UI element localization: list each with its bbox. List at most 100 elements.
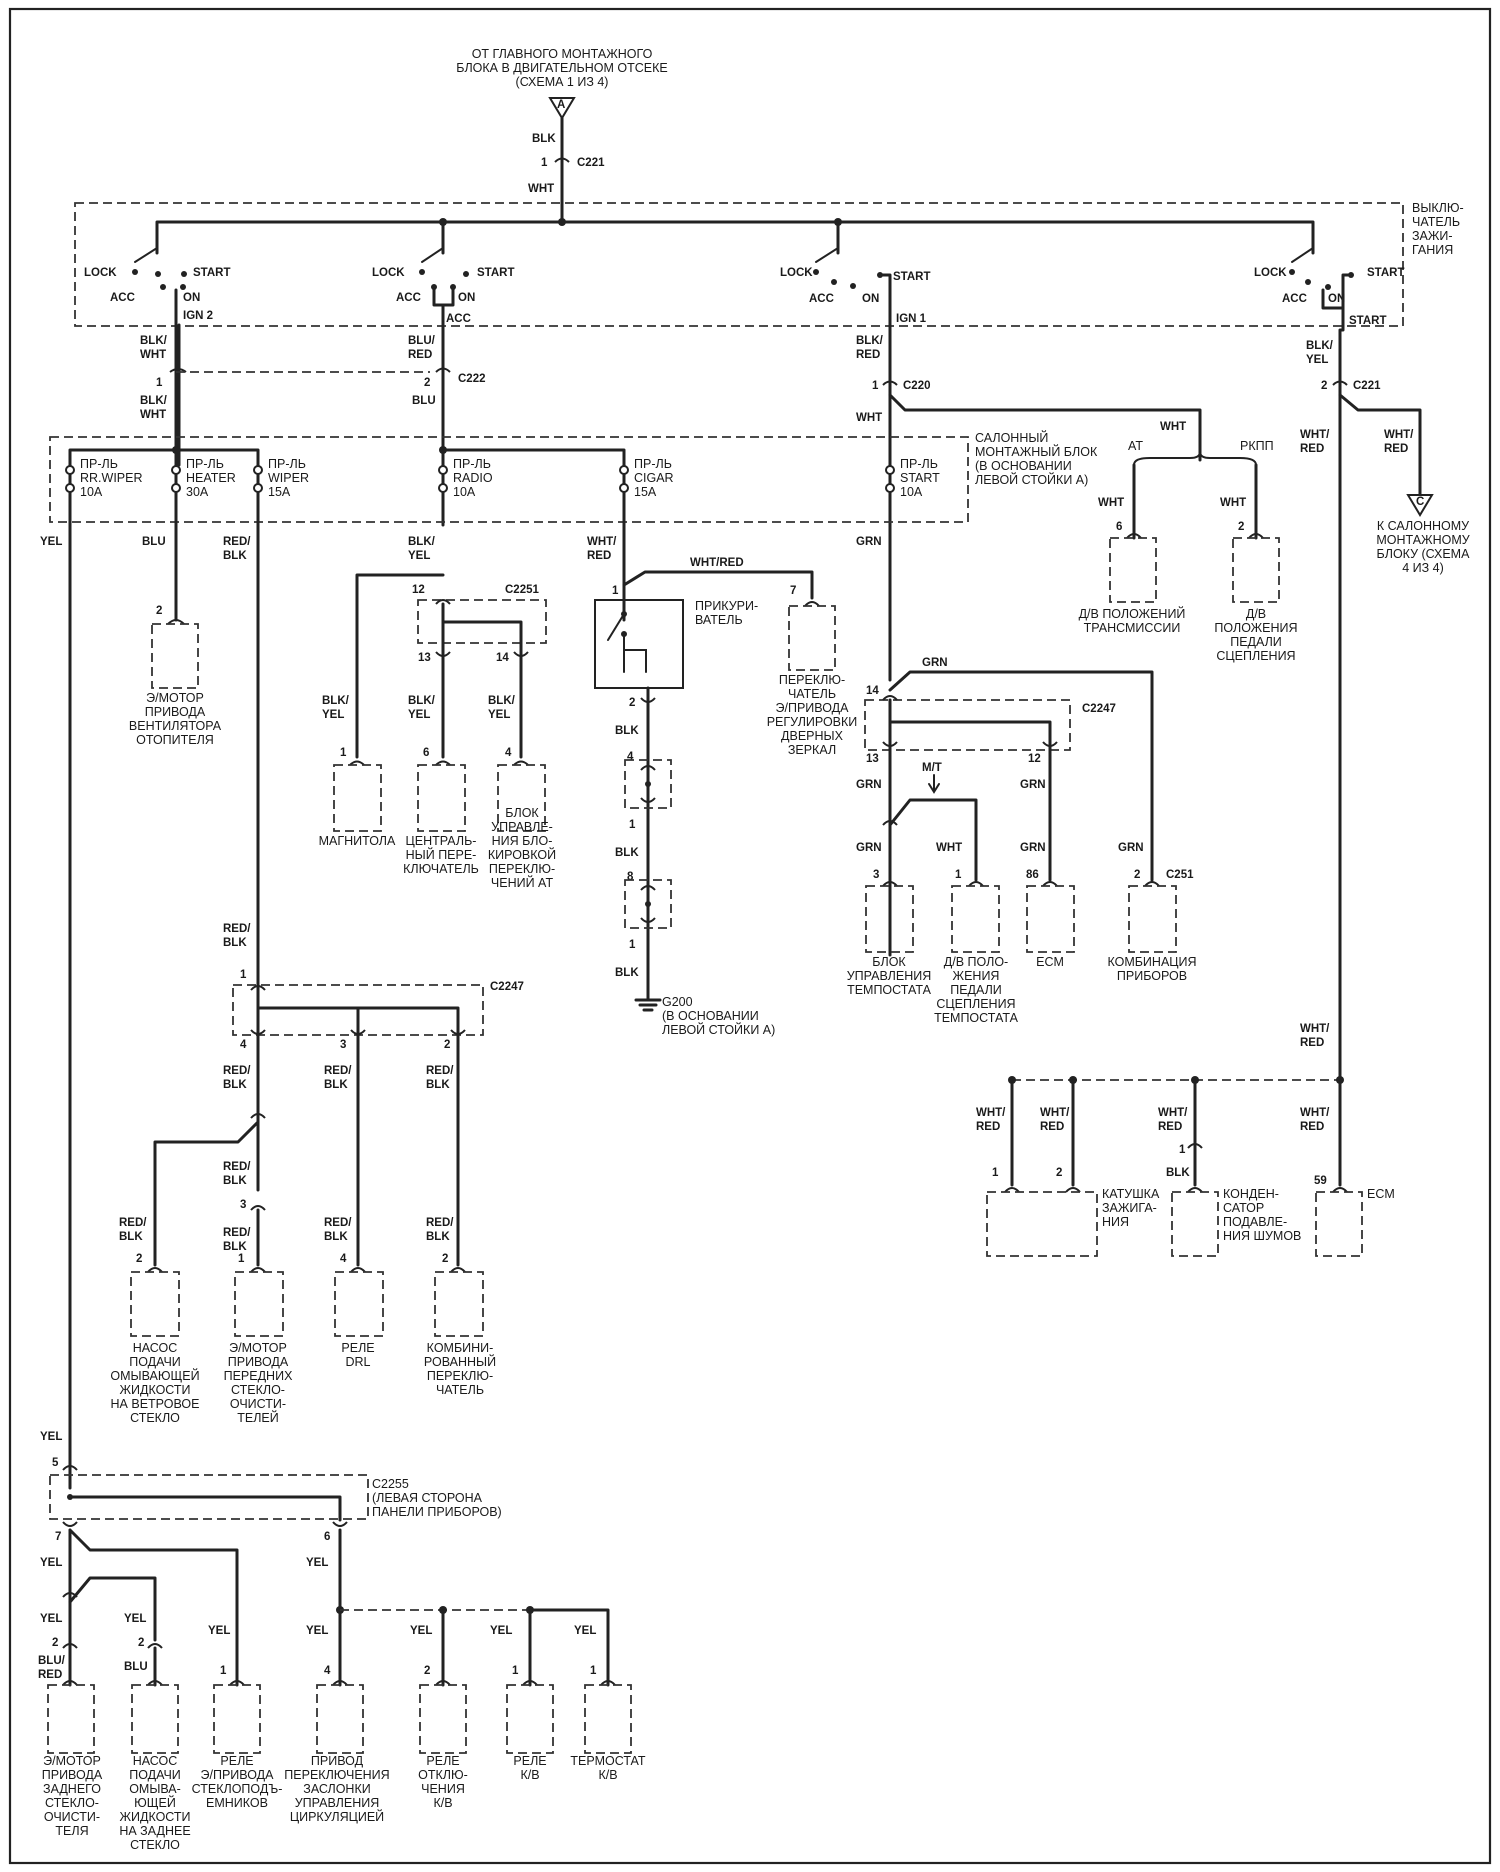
svg-text:1: 1	[240, 969, 247, 981]
on-label: ON	[183, 292, 200, 304]
acc-bus	[441, 448, 626, 622]
wire-label: RED/BLK	[223, 1161, 251, 1187]
svg-text:2: 2	[1056, 1167, 1062, 1179]
svg-text:7: 7	[790, 585, 796, 597]
svg-text:13: 13	[418, 652, 431, 664]
wire-label: RED/BLK	[223, 923, 251, 949]
svg-text:C: C	[1416, 496, 1424, 508]
wire-label: BLK/YEL	[408, 695, 436, 721]
svg-text:LOCK: LOCK	[780, 267, 813, 279]
svg-text:BLK: BLK	[615, 967, 639, 979]
svg-text:1: 1	[590, 1665, 597, 1677]
svg-text:ACC: ACC	[396, 292, 421, 304]
svg-text:WHT/RED: WHT/RED	[690, 557, 744, 569]
wire-label: RED/BLK	[426, 1065, 454, 1091]
svg-text:РКПП: РКПП	[1240, 439, 1274, 453]
connector-c-icon	[1406, 494, 1434, 517]
switch-blade	[134, 247, 158, 263]
combo-switch-unit	[434, 1271, 484, 1337]
svg-text:BLU: BLU	[142, 536, 166, 548]
connector-a-label: A	[557, 99, 565, 111]
svg-text:LOCK: LOCK	[372, 267, 405, 279]
fuse-block-outline	[49, 436, 969, 523]
svg-text:1: 1	[992, 1167, 999, 1179]
wire-label: RED/BLK	[223, 1227, 251, 1253]
svg-text:ON: ON	[1328, 293, 1345, 305]
svg-text:ACC: ACC	[1282, 293, 1307, 305]
wire-label: RED/BLK	[324, 1065, 352, 1091]
mirror-switch-unit	[788, 605, 836, 671]
svg-text:4: 4	[240, 1039, 247, 1051]
svg-text:2: 2	[444, 1039, 450, 1051]
svg-text:4: 4	[324, 1665, 331, 1677]
start-branch: GRN GRN 14 C2247 13 12 GRN GRN M/T GRN W…	[847, 536, 1197, 1025]
svg-text:ON: ON	[458, 292, 475, 304]
svg-text:МАГНИТОЛА: МАГНИТОЛА	[319, 834, 396, 848]
wire-label-wht: WHT	[528, 183, 554, 195]
ign1-label: IGN 1	[896, 313, 927, 325]
cluster-unit	[1128, 885, 1177, 953]
wire-label: WHT/RED	[587, 536, 617, 562]
c2251-outline	[417, 599, 547, 644]
svg-text:1: 1	[1179, 1144, 1186, 1156]
svg-text:WHT: WHT	[856, 412, 882, 424]
svg-text:WHT: WHT	[1160, 421, 1186, 433]
svg-text:YEL: YEL	[306, 1557, 328, 1569]
svg-text:ECM: ECM	[1367, 1187, 1395, 1201]
svg-text:YEL: YEL	[40, 536, 62, 548]
c221-connector-icon	[554, 157, 570, 163]
svg-text:8: 8	[627, 871, 634, 883]
drl-relay-unit	[334, 1271, 384, 1337]
wire-label: BLU/RED	[38, 1655, 66, 1681]
svg-text:2: 2	[138, 1637, 144, 1649]
damper-unit	[316, 1684, 364, 1754]
switch-blade	[421, 247, 444, 263]
svg-text:GRN: GRN	[922, 657, 948, 669]
connector-a-icon	[548, 97, 576, 120]
svg-text:LOCK: LOCK	[1254, 267, 1287, 279]
svg-text:BLK: BLK	[615, 725, 639, 737]
svg-text:2: 2	[1238, 521, 1244, 533]
svg-text:1: 1	[872, 380, 879, 392]
c2255-outline	[49, 1474, 369, 1520]
wire-label: WHT/RED	[1300, 1023, 1330, 1049]
svg-text:ACC: ACC	[446, 313, 471, 325]
svg-text:1: 1	[238, 1253, 245, 1265]
wire-label: BLK/YEL	[408, 536, 436, 562]
svg-text:59: 59	[1314, 1175, 1327, 1187]
switch-output-wires: BLK/WHT 1 BLK/WHT BLU/RED 2 C222 BLU BLK…	[140, 323, 1470, 1087]
svg-text:YEL: YEL	[208, 1625, 230, 1637]
lock-label: LOCK	[84, 267, 117, 279]
svg-text:ПРИКУРИ-ВАТЕЛЬ: ПРИКУРИ-ВАТЕЛЬ	[695, 599, 758, 627]
svg-text:YEL: YEL	[490, 1625, 512, 1637]
start-label: START	[193, 267, 230, 279]
svg-text:ON: ON	[862, 293, 879, 305]
wht-red-bus: WHT/RED WHT/RED WHT/RED WHT/RED WHT/RED …	[976, 1023, 1395, 1257]
lighter-box	[594, 599, 684, 689]
svg-text:2: 2	[424, 377, 430, 389]
svg-text:GRN: GRN	[856, 842, 882, 854]
svg-text:2: 2	[52, 1637, 58, 1649]
c220-label: C220	[903, 380, 931, 392]
acc-label: ACC	[110, 292, 135, 304]
svg-text:1: 1	[340, 747, 347, 759]
